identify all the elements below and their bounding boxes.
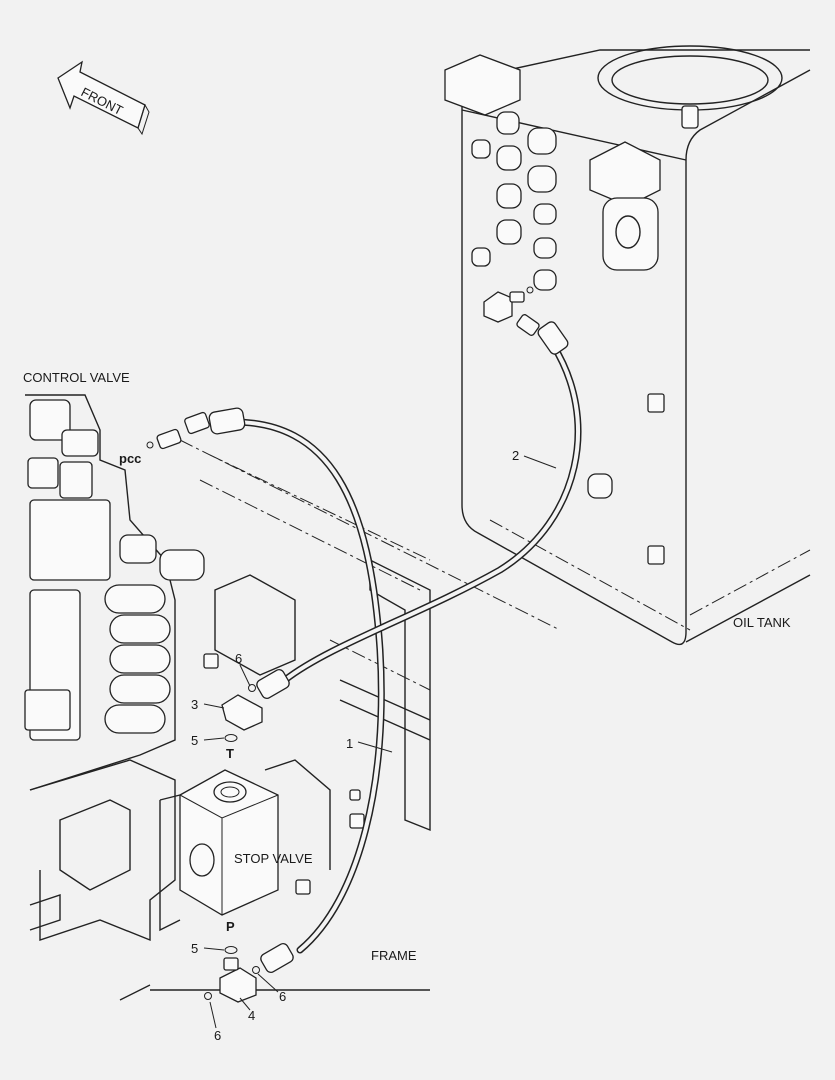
callout-4: 4 xyxy=(248,1008,255,1023)
tank-tee-fitting xyxy=(483,286,540,336)
callout-6-right: 6 xyxy=(279,989,286,1004)
hose-2 xyxy=(256,321,582,699)
port-t-label: T xyxy=(226,746,234,761)
oil-tank: OIL TANK xyxy=(444,45,811,646)
control-valve: CONTROL VALVE pcc xyxy=(23,370,205,791)
callout-5-upper: 5 xyxy=(191,733,198,748)
elbow-fitting-3 xyxy=(221,684,263,742)
oil-tank-label: OIL TANK xyxy=(733,615,791,630)
stop-valve: STOP VALVE T P xyxy=(159,746,331,934)
pcc-fitting xyxy=(146,411,210,450)
tee-fitting-4 xyxy=(204,946,260,1003)
hose-1 xyxy=(208,407,385,973)
callout-3: 3 xyxy=(191,697,198,712)
control-valve-label: CONTROL VALVE xyxy=(23,370,130,385)
front-arrow-icon: FRONT xyxy=(57,60,150,136)
callout-numbers: 2 1 3 6 5 5 4 6 6 xyxy=(191,448,519,1043)
frame-structure: FRAME xyxy=(29,439,561,1001)
callout-6-bottom: 6 xyxy=(214,1028,221,1043)
frame-label: FRAME xyxy=(371,948,417,963)
callout-1: 1 xyxy=(346,736,353,751)
pcc-port-label: pcc xyxy=(119,451,141,466)
callout-5-lower: 5 xyxy=(191,941,198,956)
callout-6-upper: 6 xyxy=(235,651,242,666)
port-p-label: P xyxy=(226,919,235,934)
leader-lines xyxy=(203,455,557,1029)
stop-valve-label: STOP VALVE xyxy=(234,851,313,866)
callout-2: 2 xyxy=(512,448,519,463)
spool-caps xyxy=(104,584,171,734)
tank-port-bosses xyxy=(471,111,665,565)
